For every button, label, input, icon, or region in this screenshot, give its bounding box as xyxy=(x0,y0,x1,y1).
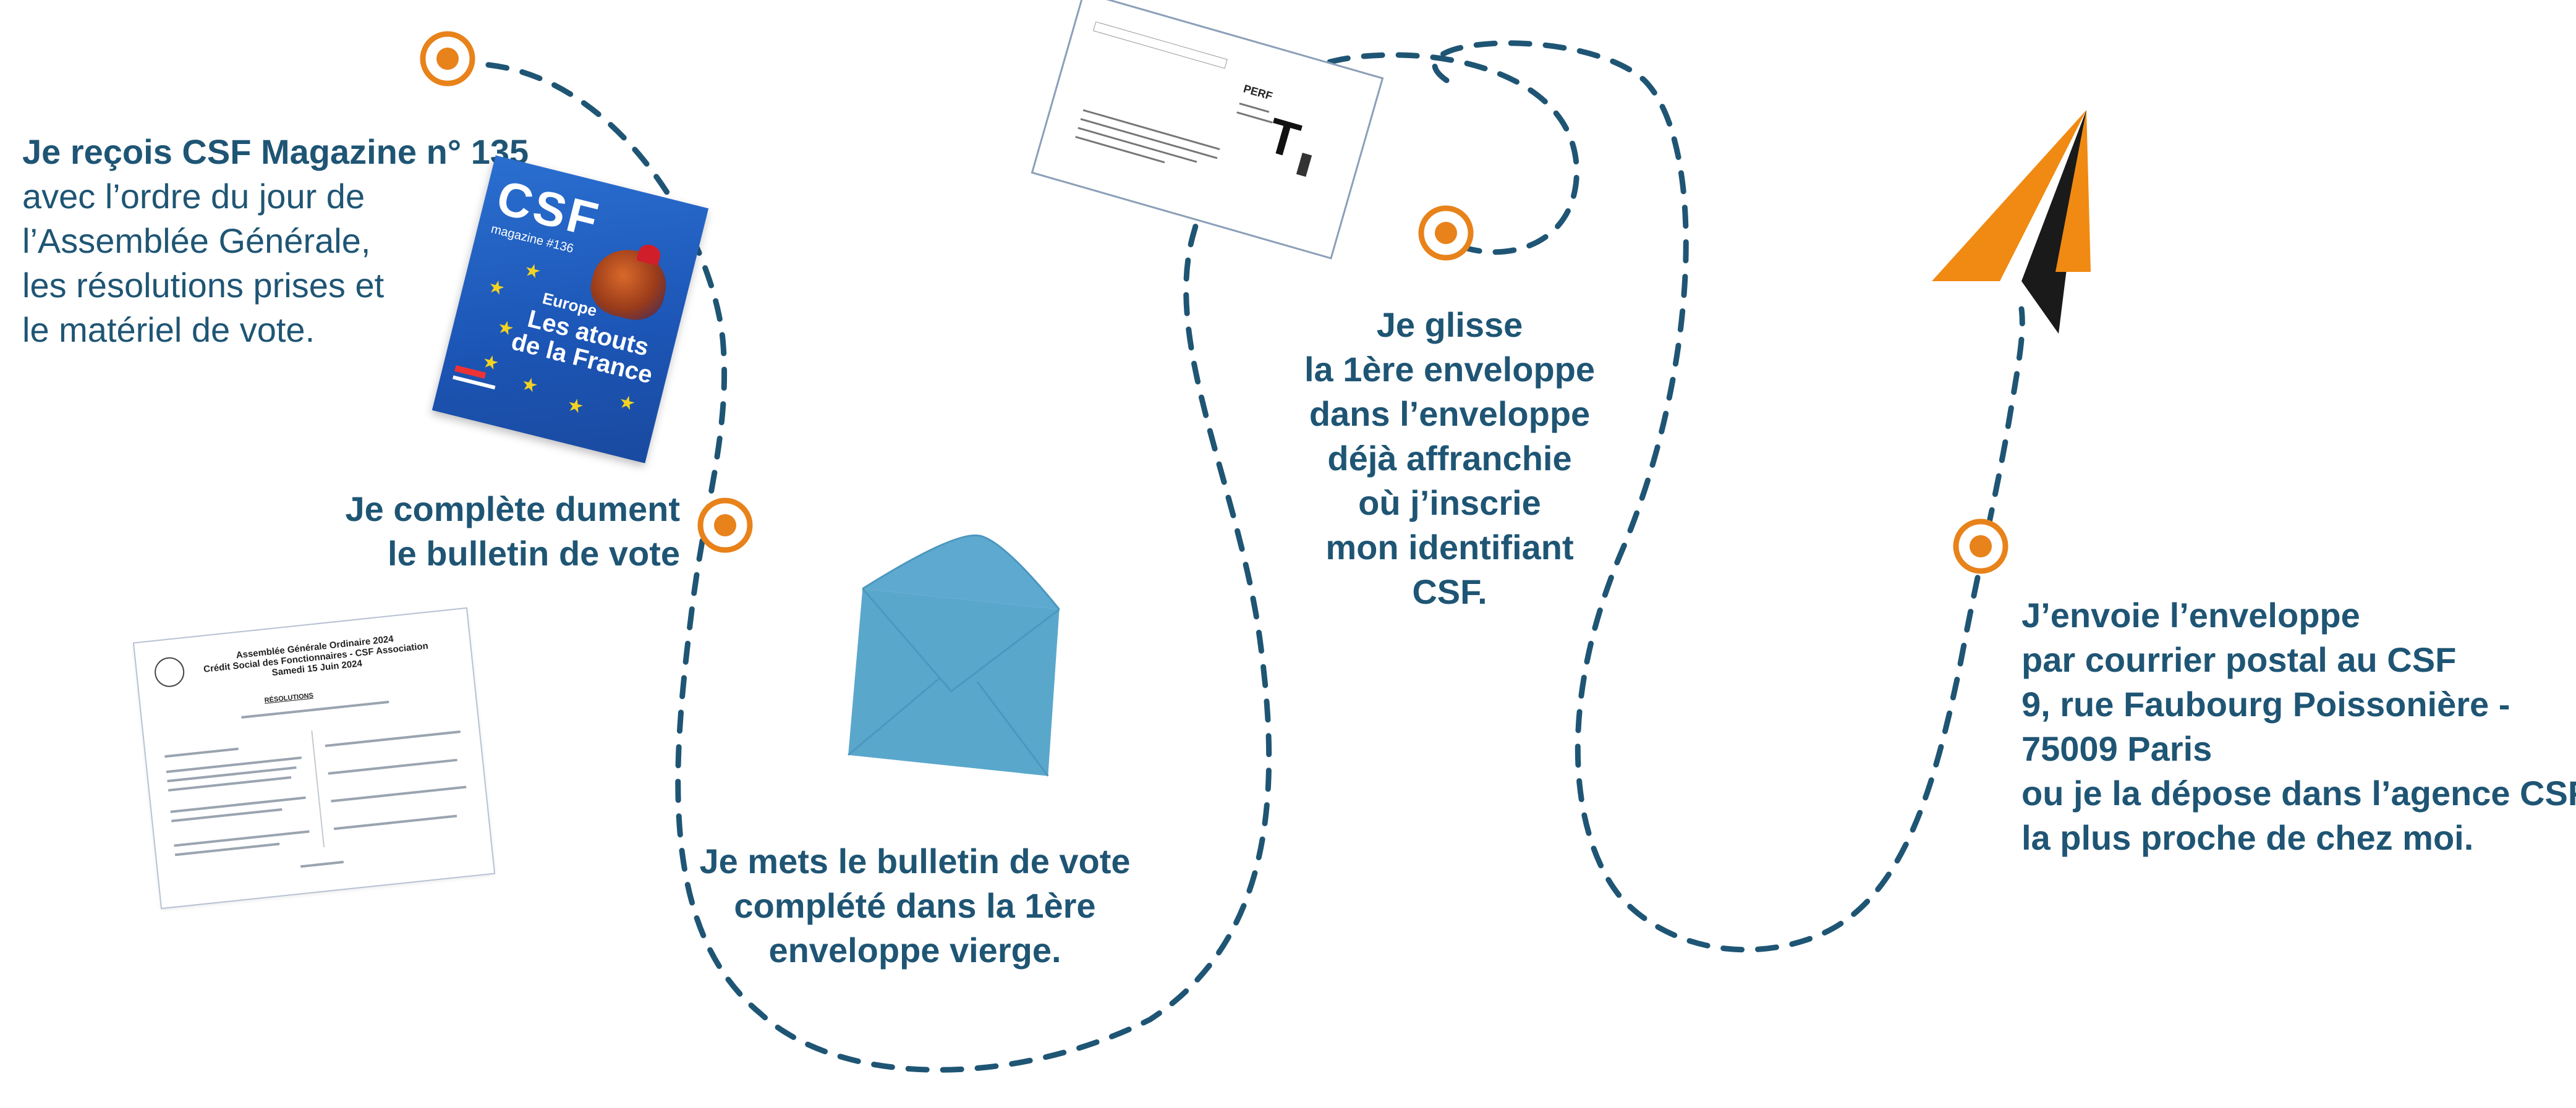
step-insert-line: Je mets le bulletin de vote xyxy=(699,842,1131,881)
step-insert-line: complété dans la 1ère xyxy=(734,886,1096,925)
postcard-perf-label: PERF xyxy=(1242,82,1274,103)
ballot-text-line xyxy=(325,730,461,747)
step-slide-line: CSF. xyxy=(1412,572,1487,611)
step-send-line: J’envoie l’enveloppe xyxy=(2021,596,2360,635)
route-line xyxy=(485,52,1579,1073)
orange-step-marker-icon xyxy=(420,31,475,87)
ballot-title: Assemblée Générale Ordinaire 2024 Crédit… xyxy=(197,630,434,685)
star-icon: ★ xyxy=(564,394,586,418)
ballot-column-divider xyxy=(311,730,325,848)
postcard-address-line xyxy=(1080,118,1218,159)
ballot-text-line xyxy=(166,756,302,774)
postcard-address-line xyxy=(1078,127,1197,163)
ballot-text-line xyxy=(331,785,467,803)
step-receive-line: l’Assemblée Générale, xyxy=(22,221,371,260)
step-slide-text: Je glisse la 1ère enveloppe dans l’envel… xyxy=(1255,303,1644,614)
step-slide-line: Je glisse xyxy=(1376,305,1523,344)
step-receive-text: Je reçois CSF Magazine n° 135 avec l’ord… xyxy=(22,130,529,352)
step-receive-line: les résolutions prises et xyxy=(22,266,385,305)
ballot-text-line xyxy=(241,700,389,719)
step-complete-line: Je complète dument xyxy=(345,489,680,528)
star-icon: ★ xyxy=(486,276,508,300)
star-icon: ★ xyxy=(519,373,540,397)
postcard-id-box xyxy=(1092,21,1228,69)
step-insert-text: Je mets le bulletin de vote complété dan… xyxy=(668,839,1162,973)
postcard-address-line xyxy=(1239,102,1270,113)
postcard-address-line xyxy=(1236,111,1273,124)
step-send-line: ou je la dépose dans l’agence CSF xyxy=(2021,774,2576,813)
star-icon: ★ xyxy=(522,259,543,284)
ballot-text-line xyxy=(333,814,457,831)
step-receive-line: avec l’ordre du jour de xyxy=(22,177,365,216)
step-send-line: par courrier postal au CSF xyxy=(2021,640,2457,679)
paper-plane-icon xyxy=(1932,110,2091,334)
orange-step-marker-icon xyxy=(1953,518,2009,574)
step-slide-line: la 1ère enveloppe xyxy=(1304,350,1595,389)
step-send-line: 9, rue Faubourg Poissonière - xyxy=(2021,685,2510,724)
step-insert-line: enveloppe vierge. xyxy=(768,931,1061,970)
step-send-line: la plus proche de chez moi. xyxy=(2021,818,2474,857)
postcard-t-mark: T xyxy=(1261,107,1306,169)
step-complete-line: le bulletin de vote xyxy=(388,534,680,573)
step-send-line: 75009 Paris xyxy=(2021,729,2213,768)
magazine-band xyxy=(453,375,496,390)
orange-step-marker-icon xyxy=(697,497,753,553)
star-icon: ★ xyxy=(616,391,638,415)
ballot-heading: RÉSOLUTIONS xyxy=(264,691,314,704)
ballot-sheet-icon: Assemblée Générale Ordinaire 2024 Crédit… xyxy=(132,607,496,910)
step-slide-line: déjà affranchie xyxy=(1327,439,1572,478)
ballot-text-line xyxy=(328,758,457,775)
step-complete-text: Je complète dument le bulletin de vote xyxy=(291,487,680,576)
ballot-text-line xyxy=(170,796,306,813)
step-receive-title: Je reçois CSF Magazine n° 135 xyxy=(22,132,529,171)
ballot-text-line xyxy=(174,830,310,847)
ballot-text-line xyxy=(164,747,239,758)
csf-logo-icon xyxy=(153,656,186,689)
envelope-icon xyxy=(848,534,1060,777)
step-slide-line: dans l’enveloppe xyxy=(1309,394,1591,433)
step-slide-line: mon identifiant xyxy=(1325,528,1574,567)
step-receive-line: le matériel de vote. xyxy=(22,310,315,349)
step-send-text: J’envoie l’enveloppe par courrier postal… xyxy=(2021,593,2576,860)
ballot-text-line xyxy=(300,860,344,868)
orange-step-marker-icon xyxy=(1418,205,1474,261)
step-slide-line: où j’inscrie xyxy=(1358,483,1541,522)
postcard-barcode xyxy=(1296,153,1312,177)
